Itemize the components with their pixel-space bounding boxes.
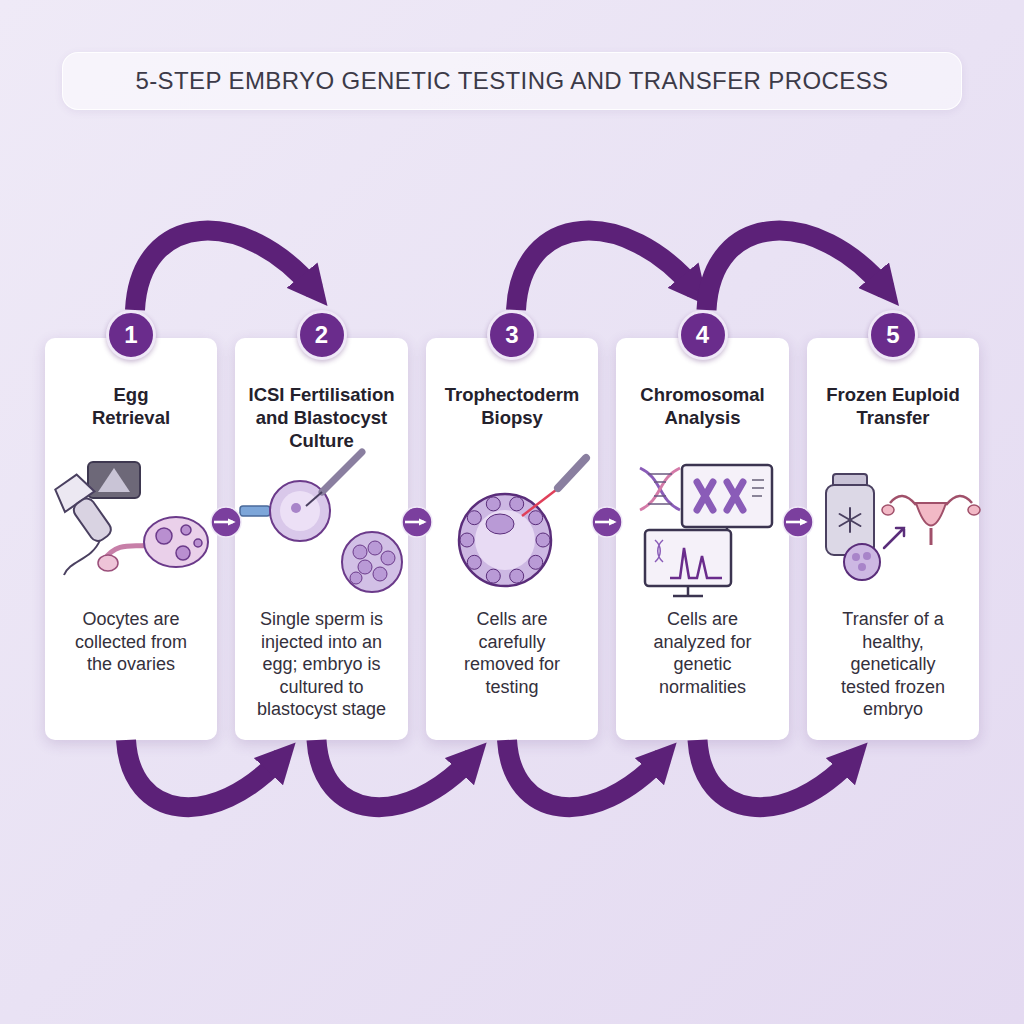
- step-description: Oocytes are collected from the ovaries: [64, 608, 198, 676]
- step-number-circle: 5: [868, 310, 918, 360]
- step-number: 1: [124, 323, 137, 347]
- step-heading: Chromosomal Analysis: [628, 383, 778, 429]
- connector-line: [135, 231, 315, 310]
- step-card: Chromosomal AnalysisCells are analyzed f…: [616, 338, 789, 740]
- connector-line: [126, 740, 282, 807]
- step-description: Transfer of a healthy, genetically teste…: [833, 608, 953, 721]
- step-heading: ICSI Fertilisation and Blastocyst Cultur…: [238, 383, 406, 452]
- step-description: Single sperm is injected into an egg; em…: [252, 608, 392, 721]
- title-pill: 5-STEP EMBRYO GENETIC TESTING AND TRANSF…: [62, 52, 962, 110]
- connector-line: [317, 740, 474, 807]
- step-heading: Egg Retrieval: [76, 383, 186, 429]
- step-card: Egg RetrievalOocytes are collected from …: [45, 338, 217, 740]
- step-number: 2: [315, 323, 328, 347]
- connector-line: [507, 740, 663, 807]
- connector-line: [516, 231, 696, 310]
- step-card: ICSI Fertilisation and Blastocyst Cultur…: [235, 338, 408, 740]
- step-heading: Frozen Euploid Transfer: [823, 383, 963, 429]
- step-heading: Trophectoderm Biopsy: [437, 383, 587, 429]
- step-card: Trophectoderm BiopsyCells are carefully …: [426, 338, 598, 740]
- step-number: 4: [696, 323, 709, 347]
- diagram-title: 5-STEP EMBRYO GENETIC TESTING AND TRANSF…: [135, 67, 888, 95]
- curved-flow-arrow: [707, 231, 887, 310]
- step-number-circle: 4: [678, 310, 728, 360]
- curved-flow-arrow: [126, 740, 282, 807]
- curved-flow-arrow: [135, 231, 315, 310]
- curved-flow-arrow: [317, 740, 474, 807]
- connector-line: [707, 231, 887, 310]
- step-number-circle: 1: [106, 310, 156, 360]
- step-description: Cells are carefully removed for testing: [452, 608, 572, 698]
- step-number: 5: [886, 323, 899, 347]
- curved-flow-arrow: [507, 740, 663, 807]
- step-number: 3: [505, 323, 518, 347]
- curved-flow-arrow: [516, 231, 696, 310]
- connector-line: [698, 740, 855, 807]
- step-card: Frozen Euploid TransferTransfer of a hea…: [807, 338, 979, 740]
- curved-flow-arrow: [698, 740, 855, 807]
- step-description: Cells are analyzed for genetic normaliti…: [643, 608, 763, 698]
- step-number-circle: 3: [487, 310, 537, 360]
- step-number-circle: 2: [297, 310, 347, 360]
